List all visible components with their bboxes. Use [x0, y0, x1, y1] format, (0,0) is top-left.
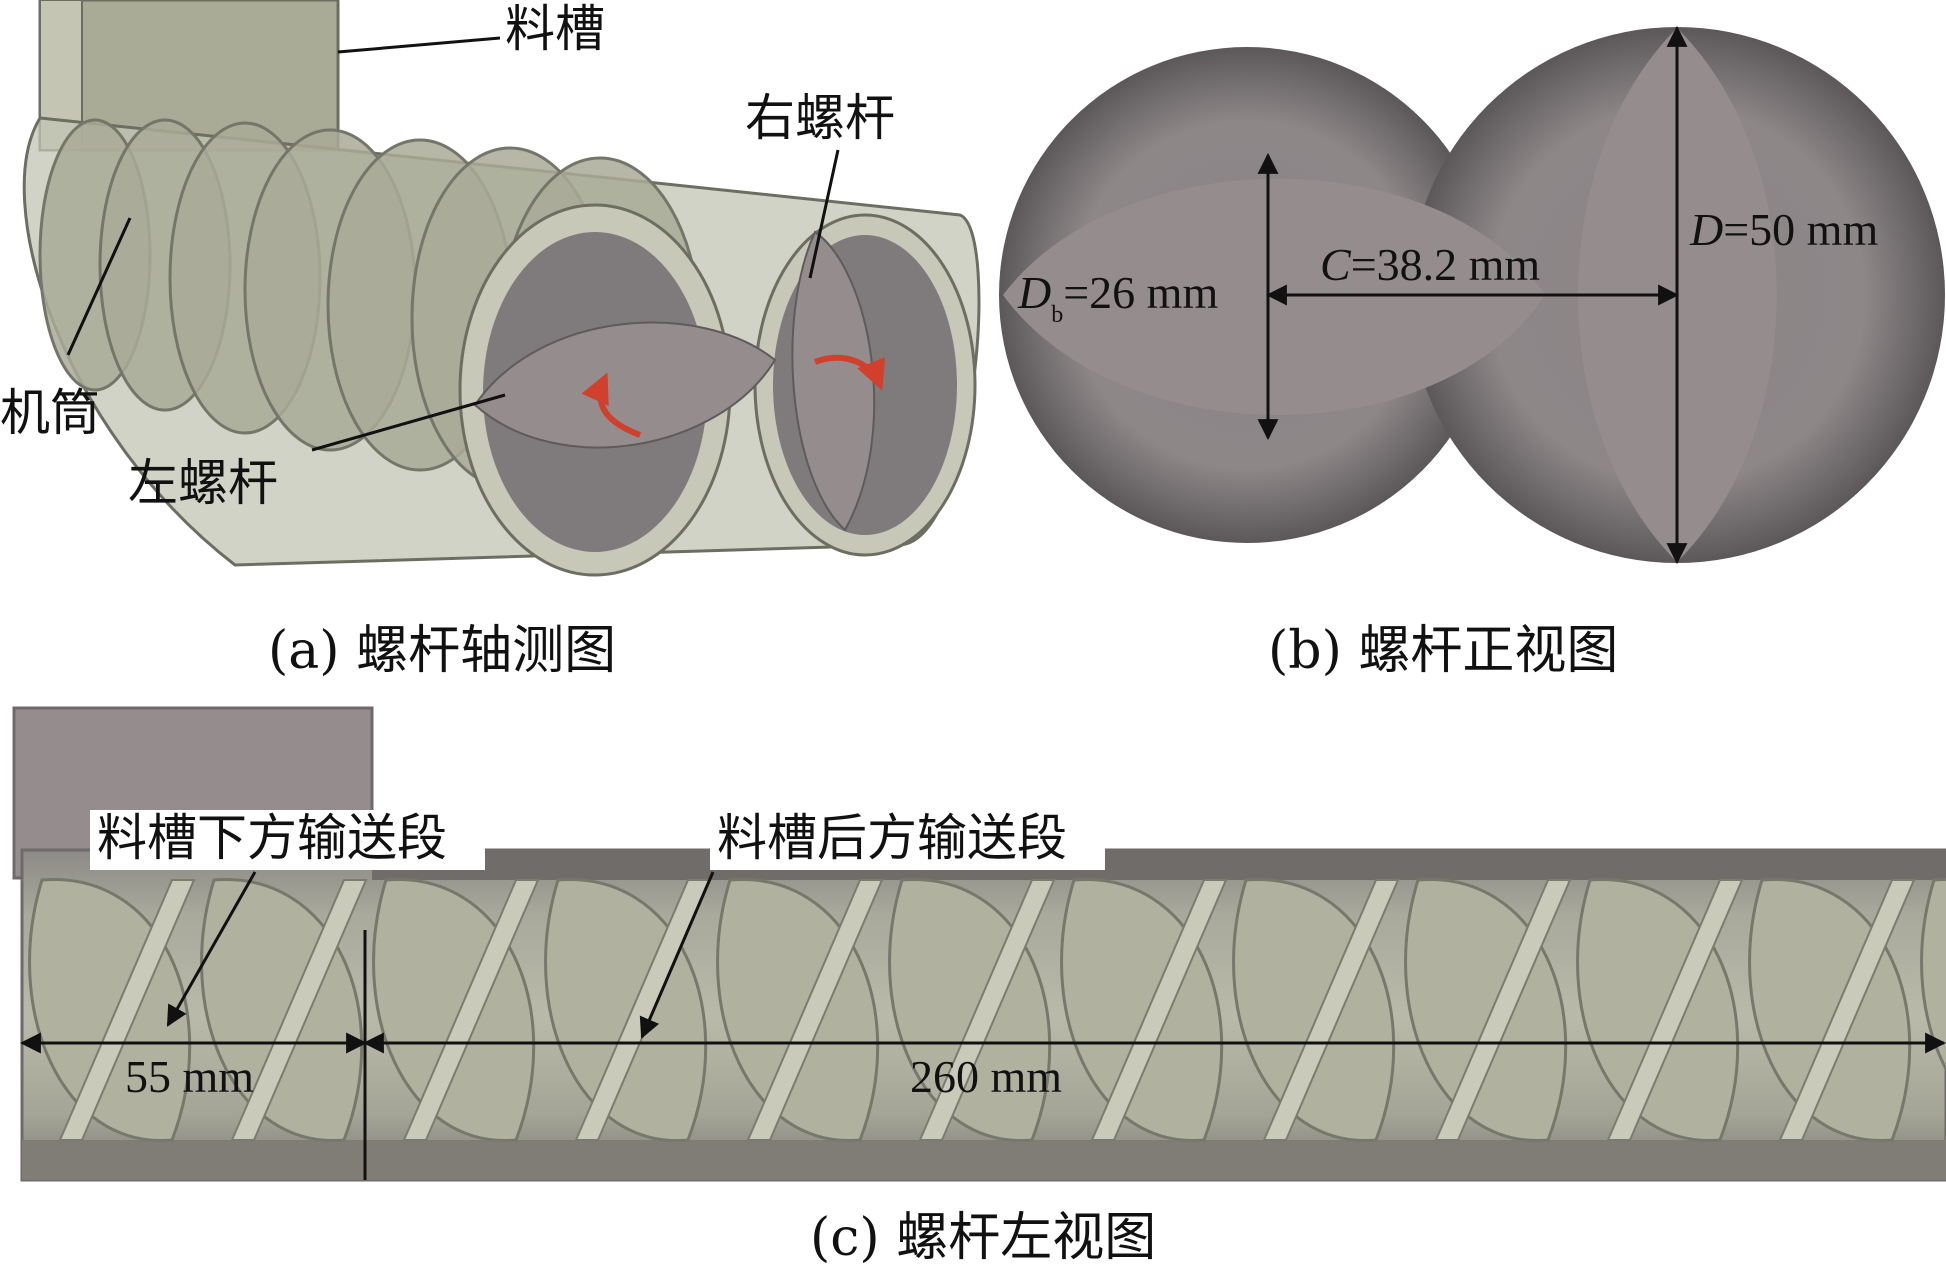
- hopper-label: 料槽: [505, 0, 605, 58]
- panel-c-side-view: 料槽下方输送段 料槽后方输送段 55 mm 260 mm (c) 螺杆左视图: [0, 706, 1946, 1268]
- caption-a: (a) 螺杆轴测图: [268, 621, 616, 681]
- after-hopper-label: 料槽后方输送段: [717, 809, 1067, 867]
- barrel-label: 机筒: [0, 384, 100, 442]
- dim-55-label: 55 mm: [125, 1051, 254, 1102]
- d-label: D=50 mm: [1689, 204, 1878, 255]
- helix-lobe: [0, 879, 18, 1140]
- caption-b: (b) 螺杆正视图: [1268, 621, 1618, 681]
- helix-flights-side: [0, 878, 1946, 1142]
- left-screw-label: 左螺杆: [128, 454, 278, 512]
- helix-flight-band: [22, 879, 24, 883]
- left-rotation-arrow: [581, 372, 642, 438]
- dim-260-label: 260 mm: [910, 1051, 1062, 1102]
- left-screw-section: [473, 321, 777, 449]
- c-label: C=38.2 mm: [1320, 239, 1540, 290]
- caption-c: (c) 螺杆左视图: [810, 1208, 1156, 1268]
- under-hopper-label: 料槽下方输送段: [97, 809, 447, 867]
- helix-lobe: [1920, 878, 1946, 1072]
- db-label: Db=26 mm: [1017, 267, 1218, 328]
- right-screw-label: 右螺杆: [745, 89, 895, 147]
- panel-a-isometric: 料槽 右螺杆 机筒 左螺杆 (a) 螺杆轴测图: [0, 0, 981, 681]
- panel-b-front-view: Db=26 mm C=38.2 mm D=50 mm (b) 螺杆正视图: [999, 25, 1945, 681]
- right-rotation-arrow: [813, 354, 885, 391]
- right-screw-section: [791, 230, 876, 532]
